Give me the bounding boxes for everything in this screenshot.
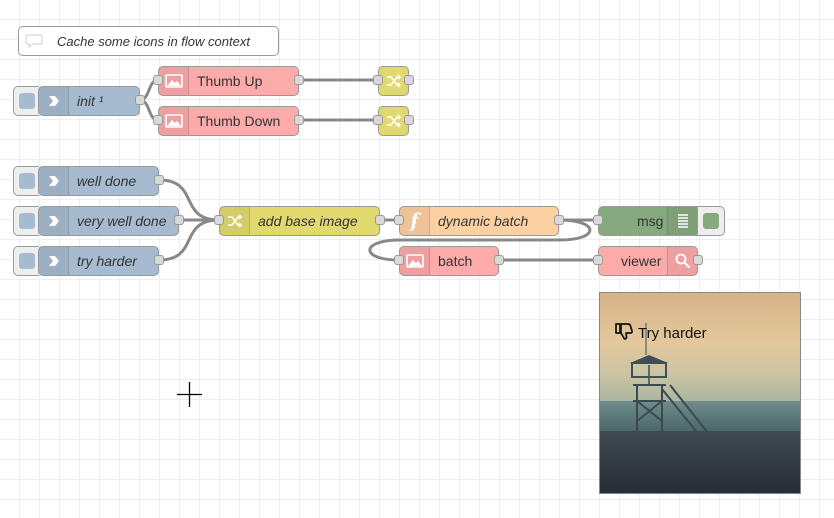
msg-input-port[interactable] <box>593 215 603 225</box>
debug-list-icon <box>667 207 697 235</box>
shuffle-icon <box>379 67 408 95</box>
init-node[interactable]: init ¹ <box>38 86 140 116</box>
thumb-up-input-port[interactable] <box>153 75 163 85</box>
inject-arrow-icon <box>39 167 69 195</box>
change-down-output-port[interactable] <box>404 115 414 125</box>
thumb-down-node[interactable]: Thumb Down <box>158 106 299 136</box>
magnifier-icon <box>667 247 697 275</box>
very-well-done-inject-button[interactable] <box>13 206 39 236</box>
well-done-node[interactable]: well done <box>38 166 159 196</box>
try-harder-output-port[interactable] <box>154 255 164 265</box>
batch-label: batch <box>438 253 473 269</box>
thumb-down-input-port[interactable] <box>153 115 163 125</box>
viewer-overlay: Try harder <box>614 321 707 345</box>
add-base-image-output-port[interactable] <box>375 215 385 225</box>
change-up-output-port[interactable] <box>404 75 414 85</box>
dynamic-batch-node[interactable]: f dynamic batch <box>399 206 559 236</box>
inject-arrow-icon <box>39 87 69 115</box>
viewer-overlay-text: Try harder <box>638 324 707 342</box>
try-harder-label: try harder <box>77 253 137 269</box>
viewer-image-output: Try harder <box>599 292 801 494</box>
viewer-label: viewer <box>621 253 662 269</box>
init-output-port[interactable] <box>135 95 145 105</box>
well-done-output-port[interactable] <box>154 175 164 185</box>
batch-input-port[interactable] <box>394 255 404 265</box>
add-base-image-node[interactable]: add base image <box>219 206 380 236</box>
inject-arrow-icon <box>39 207 69 235</box>
init-inject-button[interactable] <box>13 86 39 116</box>
thumbs-down-icon <box>614 321 634 345</box>
msg-label: msg <box>637 213 664 229</box>
try-harder-node[interactable]: try harder <box>38 246 159 276</box>
thumb-down-label: Thumb Down <box>197 113 281 129</box>
well-done-label: well done <box>77 173 137 189</box>
msg-debug-node[interactable]: msg <box>598 206 698 236</box>
viewer-input-port[interactable] <box>593 255 603 265</box>
dynamic-batch-label: dynamic batch <box>438 213 529 229</box>
thumb-down-output-port[interactable] <box>294 115 304 125</box>
thumb-up-node[interactable]: Thumb Up <box>158 66 299 96</box>
image-icon <box>159 107 189 135</box>
add-base-image-label: add base image <box>258 213 358 229</box>
shuffle-icon <box>220 207 250 235</box>
batch-node[interactable]: batch <box>399 246 499 276</box>
crosshair-cursor-icon <box>177 382 202 407</box>
init-label: init ¹ <box>77 93 104 109</box>
try-harder-inject-button[interactable] <box>13 246 39 276</box>
thumb-up-label: Thumb Up <box>197 73 263 89</box>
add-base-image-input-port[interactable] <box>214 215 224 225</box>
very-well-done-node[interactable]: very well done <box>38 206 179 236</box>
dynamic-batch-input-port[interactable] <box>394 215 404 225</box>
beach-lifeguard-tower-image <box>600 293 800 493</box>
dynamic-batch-output-port[interactable] <box>554 215 564 225</box>
change-up-node[interactable] <box>378 66 409 96</box>
thumb-up-output-port[interactable] <box>294 75 304 85</box>
function-icon: f <box>400 207 430 235</box>
viewer-output-port[interactable] <box>693 255 703 265</box>
inject-arrow-icon <box>39 247 69 275</box>
well-done-inject-button[interactable] <box>13 166 39 196</box>
batch-output-port[interactable] <box>494 255 504 265</box>
change-up-input-port[interactable] <box>373 75 383 85</box>
image-icon <box>400 247 430 275</box>
viewer-node[interactable]: viewer <box>598 246 698 276</box>
image-icon <box>159 67 189 95</box>
speech-bubble-icon <box>19 27 49 55</box>
msg-debug-toggle-button[interactable] <box>698 206 725 236</box>
very-well-done-label: very well done <box>77 213 167 229</box>
comment-label: Cache some icons in flow context <box>57 34 250 49</box>
shuffle-icon <box>379 107 408 135</box>
very-well-done-output-port[interactable] <box>174 215 184 225</box>
change-down-input-port[interactable] <box>373 115 383 125</box>
comment-node[interactable]: Cache some icons in flow context <box>18 26 279 56</box>
